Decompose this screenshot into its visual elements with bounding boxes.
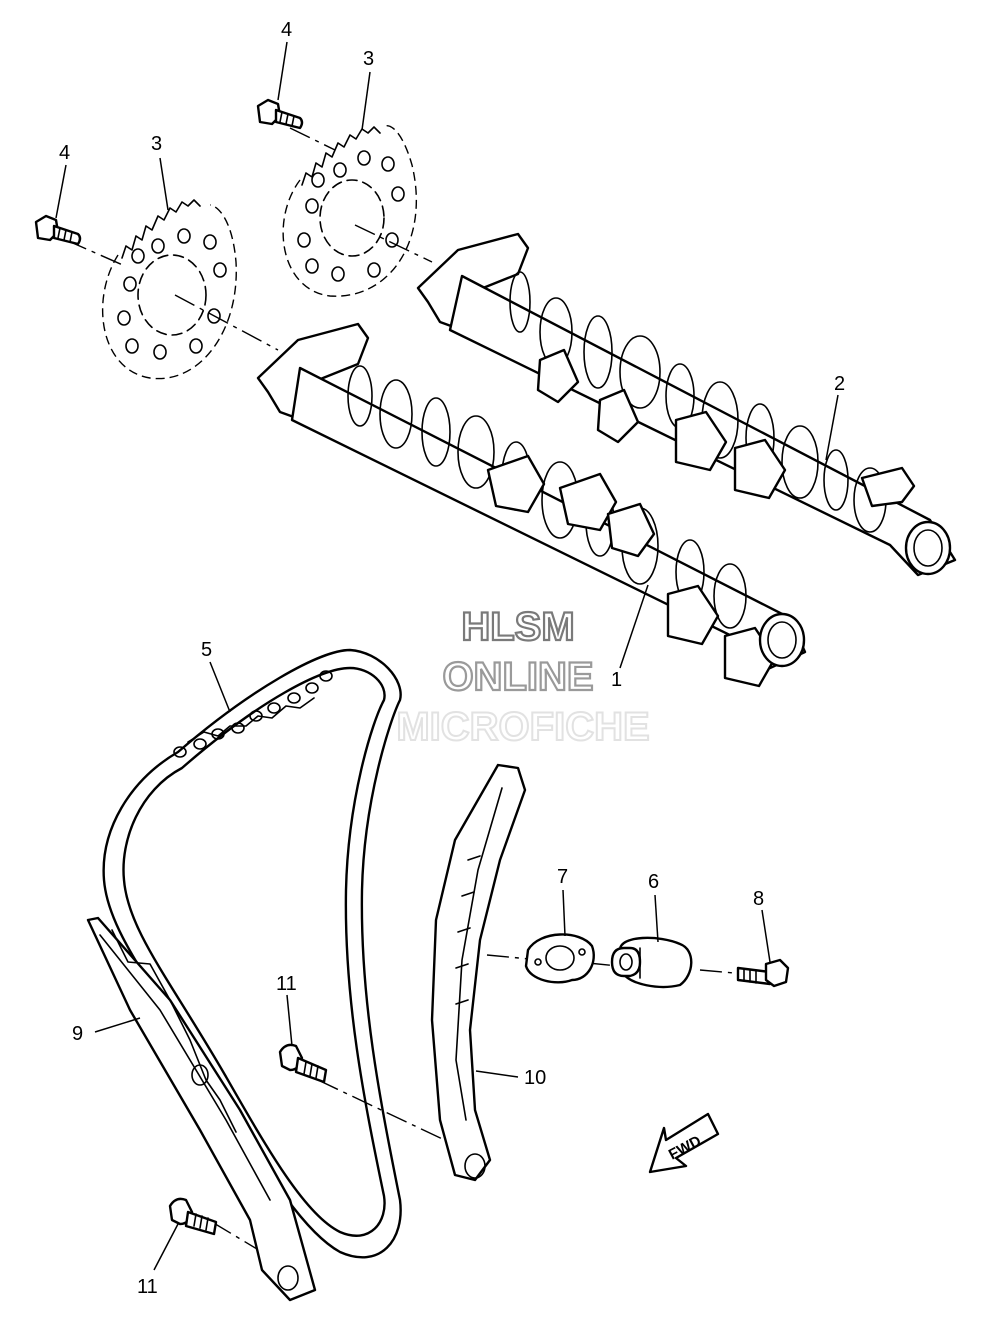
callout-numbers: 1 2 3 3 4 4 5 6 7 8 9 10 11 11 (59, 19, 845, 1298)
intake-camshaft-1 (256, 322, 807, 688)
sprocket-bolt-right (256, 98, 304, 130)
callout-3-right: 3 (363, 48, 374, 70)
callout-2: 2 (834, 373, 845, 395)
forward-direction-arrow-icon: FWD (648, 1112, 720, 1174)
guide-bolt-lower (168, 1197, 218, 1236)
callout-9: 9 (72, 1023, 83, 1045)
callout-3-left: 3 (151, 133, 162, 155)
callout-1: 1 (611, 669, 622, 691)
watermark-line-3: MICROFICHE (396, 705, 649, 749)
timing-chain-guide (86, 916, 317, 1302)
watermark-line-1: HLSM (461, 605, 574, 649)
timing-chain-tensioner-guide (430, 763, 527, 1182)
callout-4-right: 4 (281, 19, 292, 41)
callout-10: 10 (524, 1067, 546, 1089)
callout-11-upper: 11 (276, 973, 297, 995)
camshaft-sprocket-left (101, 199, 237, 380)
sprocket-bolt-left (34, 214, 82, 246)
leader-lines (55, 41, 839, 1271)
exhaust-camshaft-2 (416, 232, 957, 577)
watermark-line-2: ONLINE (442, 655, 593, 699)
callout-6: 6 (648, 871, 659, 893)
callout-7: 7 (557, 866, 568, 888)
tensioner-gasket (524, 933, 595, 984)
watermark: HLSM ONLINE MICROFICHE (395, 604, 650, 750)
callout-4-left: 4 (59, 142, 70, 164)
timing-chain (102, 648, 402, 1259)
guide-bolt-upper (278, 1043, 328, 1084)
cam-chain-tensioner (610, 936, 693, 989)
alignment-lines (65, 127, 746, 1253)
callout-5: 5 (201, 639, 212, 661)
callout-11-lower: 11 (137, 1276, 158, 1298)
camshaft-sprocket-right (282, 124, 417, 297)
callout-8: 8 (753, 888, 764, 910)
tensioner-bolt (736, 958, 790, 988)
